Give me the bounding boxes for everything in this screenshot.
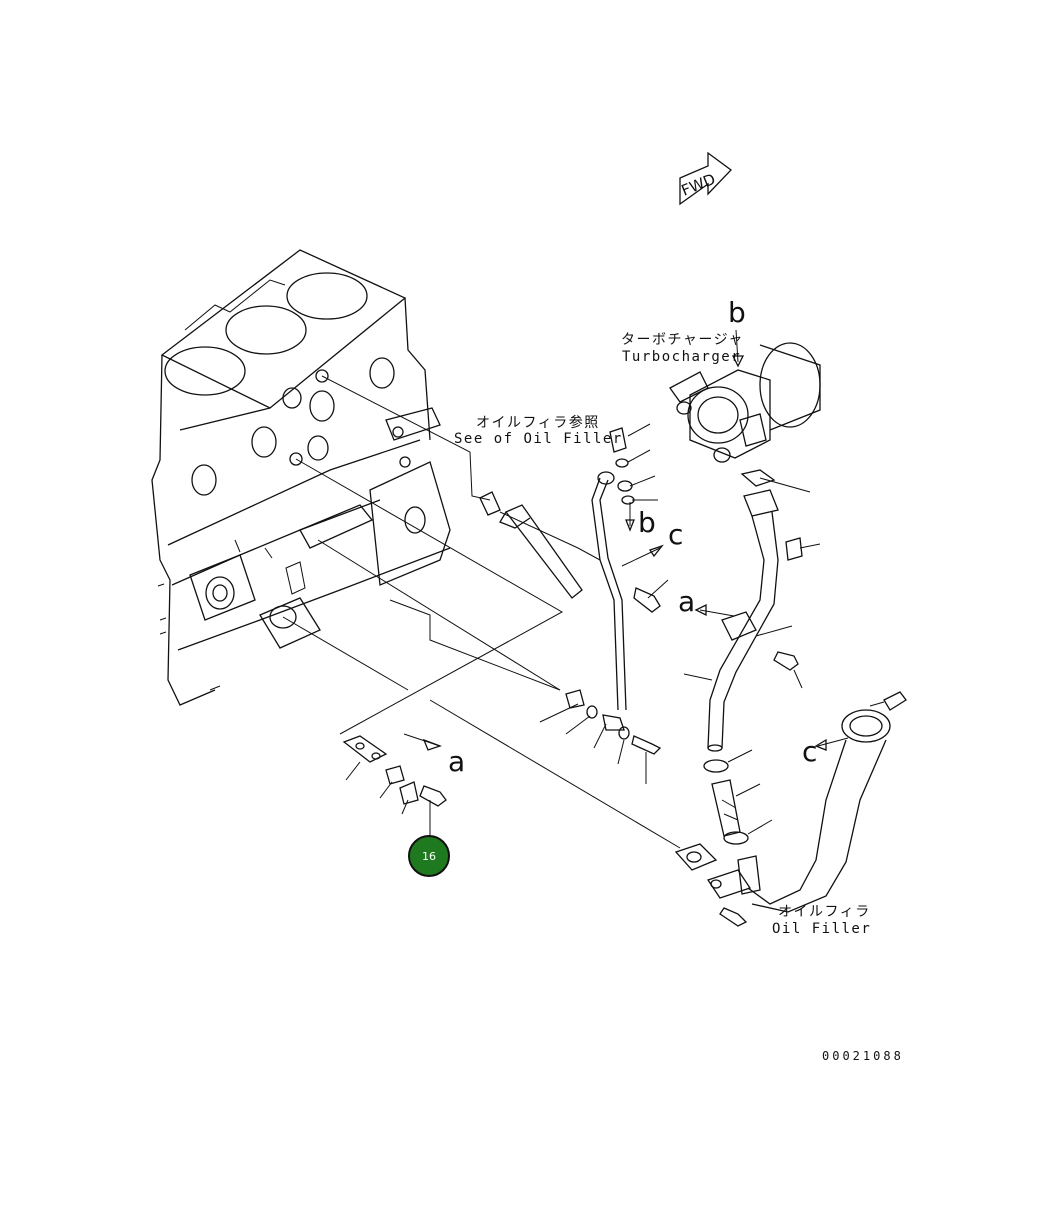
diagram-labels: ターボチャージャ Turbocharger オイルフィラ参照 See of Oi… [448,296,904,1063]
callout-circle[interactable] [408,835,450,877]
forward-arrow-icon: FWD [679,151,732,206]
oil-filler-en-label: Oil Filler [772,921,871,937]
fwd-label: FWD [679,170,718,200]
oil-filler-jp-label: オイルフィラ [778,904,871,920]
see-oil-filler-jp-label: オイルフィラ参照 [476,414,600,431]
ref-label-a-lower: a [448,745,465,778]
engine-block [151,249,451,706]
ref-label-c-lower: c [802,735,817,768]
oil-filler-bracket [479,491,583,599]
fasteners [539,423,669,784]
leader-lines [282,375,681,849]
oil-filler-pipe [683,489,821,752]
ref-label-c: c [668,518,683,551]
hose-and-clamps [703,749,773,845]
oil-return-tube [591,471,627,731]
see-oil-filler-en-label: See of Oil Filler [454,431,623,447]
drawing-part-number: 00021088 [822,1049,904,1063]
turbocharger [669,329,821,493]
reference-arrows [621,502,849,751]
lower-bracket-parts [342,733,447,838]
oil-filler-neck [706,691,907,927]
ref-label-a: a [678,585,695,618]
callout-number[interactable]: 16 [422,850,436,863]
part-callout-16[interactable]: 16 [408,835,450,877]
turbocharger-jp-label: ターボチャージャ [621,332,744,348]
ref-label-b-top: b [728,296,746,329]
ref-label-b: b [638,506,656,539]
turbocharger-en-label: Turbocharger [622,349,741,365]
gasket [674,843,718,871]
